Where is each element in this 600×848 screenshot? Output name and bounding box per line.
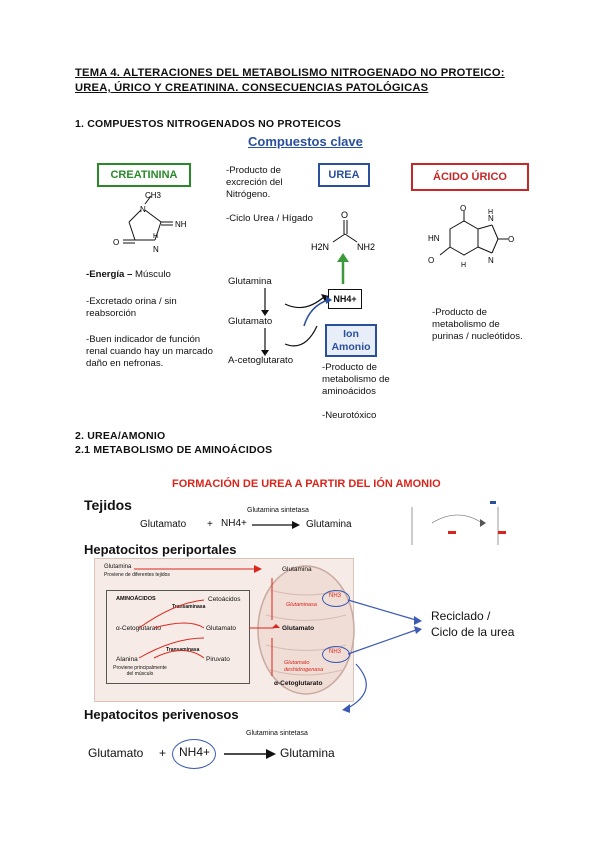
nh-label: NH: [175, 220, 187, 229]
urea-nh2-label: NH2: [357, 242, 375, 252]
tejidos-glutamina: Glutamina: [306, 519, 352, 530]
ion-note-1: -Producto de metabolismo de aminoácidos: [322, 362, 390, 397]
urea-glutamato: Glutamato: [228, 316, 273, 327]
tejidos-glutamato: Glutamato: [140, 519, 187, 530]
document-title: TEMA 4. ALTERACIONES DEL METABOLISMO NIT…: [75, 67, 505, 94]
reciclado-arrows: [342, 599, 422, 713]
au-n-top: N: [488, 214, 494, 223]
pp-glutaminasa: Glutaminasa: [286, 602, 317, 608]
periportales-label: Hepatocitos periportales: [84, 542, 237, 557]
urea-acetoglutarato: A-cetoglutarato: [228, 355, 294, 366]
pp-glutamato: Glutamato: [206, 625, 236, 632]
urea-product-note: -Producto de excreción del Nitrógeno.: [226, 165, 283, 200]
pp-piruvato: Piruvato: [206, 656, 230, 663]
section-1-heading: 1. COMPUESTOS NITROGENADOS NO PROTEICOS: [75, 118, 342, 130]
pp-transaminasa-2: Transaminasa: [166, 647, 200, 653]
creatinina-structure: CH3 N NH N H O: [113, 191, 187, 254]
au-h-bottom: H: [461, 262, 466, 269]
urea-o-label: O: [341, 210, 348, 220]
urea-structure: O H2N NH2: [311, 210, 375, 252]
pp-glutamina-m: Glutamina: [282, 566, 312, 573]
tejidos-label: Tejidos: [84, 497, 132, 513]
creatinina-energia: -Energía – Músculo: [86, 269, 171, 280]
urea-cycle-note: -Ciclo Urea / Hígado: [226, 213, 313, 224]
creatinina-box: CREATININA: [97, 163, 191, 187]
pp-nh3-b: NH3: [329, 649, 342, 655]
au-o-top: O: [460, 205, 466, 213]
au-h-top: H: [488, 209, 493, 216]
figure-2-title: FORMACIÓN DE UREA A PARTIR DEL IÓN AMONI…: [172, 478, 441, 490]
acido-urico-box: ÁCIDO ÚRICO: [411, 163, 529, 191]
nh3-circle-1: [322, 590, 350, 607]
perivenosos-label: Hepatocitos perivenosos: [84, 707, 239, 722]
periportales-arrows: [134, 565, 280, 676]
pp-glutamina-src-note: Proviene de diferentes tejidos: [104, 572, 170, 578]
aminoacidos-box: [106, 590, 250, 684]
au-hn-label: HN: [428, 234, 440, 243]
pp-acetoglutarato-m: α-Cetoglutarato: [274, 680, 323, 687]
pp-gdh: Glutamato deshidrogenasa: [284, 660, 324, 673]
pp-glutamina-src: Glutamina: [104, 564, 132, 570]
pp-alanina-note: Proviene principalmente del músculo: [113, 665, 167, 677]
pp-nh3-a: NH3: [329, 593, 342, 599]
pp-acetoglutarato: α-Cetoglutarato: [116, 625, 161, 632]
creatinina-note-3: -Buen indicador de función renal cuando …: [86, 334, 213, 369]
tejidos-plus: +: [207, 519, 213, 530]
tejidos-nh4: NH4+: [221, 518, 247, 529]
perivenosos-nh4: NH4+: [179, 745, 211, 759]
figure-1-title: Compuestos clave: [248, 134, 363, 149]
n1-label: N: [140, 205, 146, 214]
au-n-bottom: N: [488, 256, 494, 265]
pp-aminoacidos: AMINOÁCIDOS: [116, 596, 156, 602]
tejidos-enzyme: Glutamina sintetasa: [247, 507, 309, 514]
pp-glutamato-m: Glutamato: [282, 625, 315, 632]
h-label: H: [153, 233, 158, 240]
ion-arrow: [303, 296, 332, 327]
reciclado-label: Reciclado /: [431, 609, 491, 623]
au-o-left: O: [428, 256, 434, 265]
ch3-label: CH3: [145, 191, 162, 200]
perivenosos-glutamato: Glutamato: [88, 746, 144, 760]
au-o-right: O: [508, 235, 514, 244]
perivenosos-plus: +: [159, 746, 167, 760]
acido-urico-structure: O HN O O N N H H: [428, 205, 514, 269]
reaction-schematic: [411, 501, 506, 545]
perivenosos-nh4-circle: [172, 739, 216, 769]
perivenosos-enzyme: Glutamina sintetasa: [246, 730, 308, 737]
o-label: O: [113, 238, 119, 247]
urea-cycle-arrows: [261, 288, 329, 356]
ion-note-2: -Neurotóxico: [322, 410, 377, 421]
creatinina-note-2: -Excretado orina / sin reabsorción: [86, 296, 177, 319]
urea-h2n-label: H2N: [311, 242, 329, 252]
perivenosos-glutamina: Glutamina: [280, 746, 335, 760]
green-up-arrow: [337, 253, 349, 284]
ion-amonio-box: Ion Amonio: [325, 324, 377, 357]
section-2-heading: 2. UREA/AMONIO: [75, 430, 166, 442]
acido-urico-note: -Producto de metabolismo de purinas / nu…: [432, 307, 523, 342]
ciclo-urea-label: Ciclo de la urea: [431, 625, 515, 639]
nh3-circle-2: [322, 646, 350, 663]
pp-transaminasa-1: Transaminasa: [172, 604, 206, 610]
n2-label: N: [153, 245, 159, 254]
pp-alanina: Alanina: [116, 656, 138, 663]
urea-box: UREA: [318, 163, 370, 187]
tejidos-arrow: [252, 521, 300, 529]
section-2-1-heading: 2.1 METABOLISMO DE AMINOÁCIDOS: [75, 444, 273, 456]
pp-cetoacidos: Cetoácidos: [208, 596, 241, 603]
urea-glutamina: Glutamina: [228, 276, 272, 287]
perivenosos-arrow: [224, 749, 276, 759]
